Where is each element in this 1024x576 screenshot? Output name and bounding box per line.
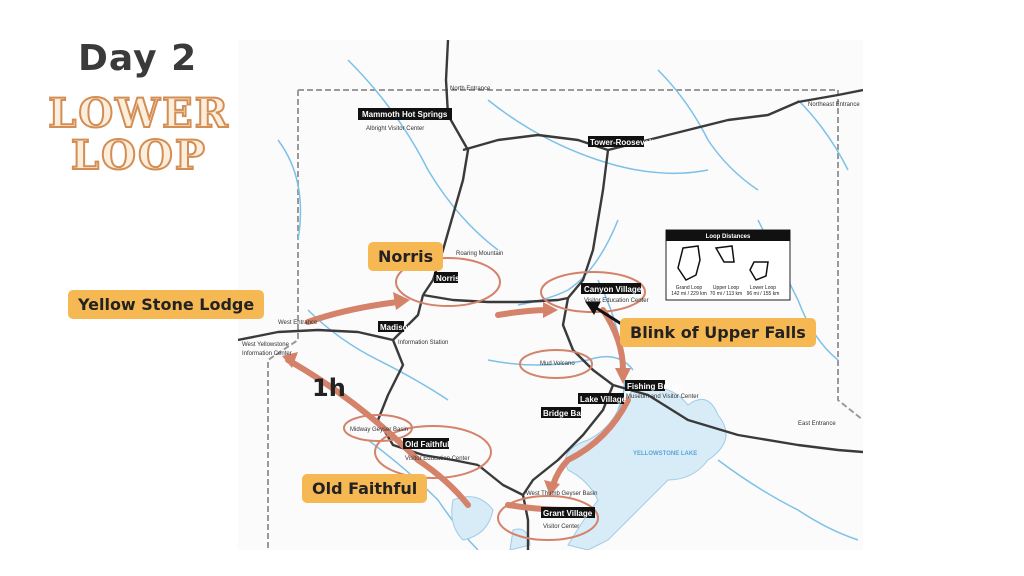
label-roaring: Roaring Mountain [456,251,503,257]
legend-grand: Grand Loop [676,285,703,291]
pointer-arrow [585,301,624,327]
loop-title-line1: LOWER [47,90,230,137]
legend-title: Loop Distances [706,234,751,240]
legend-upper-d: 70 mi / 113 km [710,291,742,297]
callout-yellowstone-lodge: Yellow Stone Lodge [68,290,265,319]
label-tower: Tower-Roosevelt [590,138,654,147]
legend-lower-d: 96 mi / 155 km [747,291,780,297]
legend-grand-d: 142 mi / 229 km [671,291,707,297]
label-mammoth: Mammoth Hot Springs [362,110,448,119]
label-mud-volcano: Mud Volcano [540,361,575,367]
callout-old-faithful: Old Faithful [302,474,428,503]
loop-legend: Loop Distances Grand Loop 142 mi / 229 k… [665,229,791,301]
label-fishing-bridge: Fishing Bridge [627,382,684,391]
label-midway: Midway Geyser Basin [350,427,408,433]
legend-upper: Upper Loop [713,285,739,291]
label-canyon: Canyon Village [584,285,642,294]
label-west-thumb: West Thumb Geyser Basin [526,491,597,497]
label-grant-village: Grant Village [543,509,593,518]
callout-norris: Norris [368,242,444,271]
label-canyon-ctr: Visitor Education Center [584,298,649,304]
yellowstone-lake [565,386,727,550]
label-madison: Madison [380,323,413,332]
callout-blink-upper-falls: Blink of Upper Falls [620,318,816,347]
route-arrowheads [282,292,631,496]
place-label-boxes [358,108,665,518]
label-west-entrance: West Entrance [278,320,318,326]
label-old-faithful: Old Faithful [405,440,449,449]
label-west-yellowstone: West Yellowstone [242,342,290,348]
label-of-ctr: Visitor Education Center [405,456,470,462]
label-grant-ctr: Visitor Center [543,524,579,530]
label-west-info: Information Center [242,351,292,357]
label-east-entrance: East Entrance [798,421,836,427]
label-north: North Entrance [450,86,491,92]
label-northeast: Northeast Entrance [808,102,860,108]
shoshone-lake [451,496,494,541]
drive-time: 1h [312,374,346,402]
label-lake-village: Lake Village [580,395,627,404]
label-norris: Norris [436,274,460,283]
legend-lower: Lower Loop [750,285,776,291]
label-lake: YELLOWSTONE LAKE [633,451,697,457]
park-boundary [267,89,863,550]
label-albright: Albright Visitor Center [366,126,424,132]
label-info-station: Information Station [398,340,448,346]
loop-title-line2: LOOP [70,132,207,179]
label-fishing-ctr: Museum and Visitor Center [626,394,699,400]
yellowstone-map[interactable]: Mammoth Hot Springs Tower-Roosevelt Norr… [238,40,863,550]
label-bridge-bay: Bridge Bay [543,409,586,418]
day-title: Day 2 [78,38,198,79]
